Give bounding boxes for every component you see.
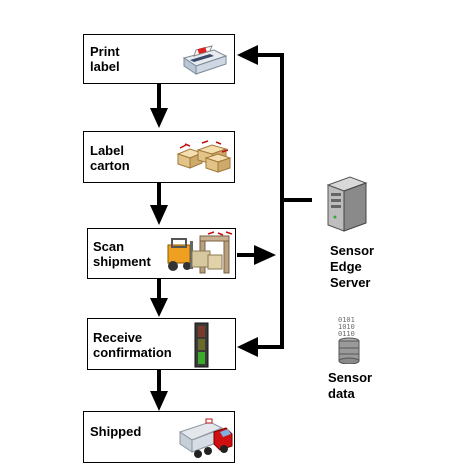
sensor-data-label-line1: Sensor bbox=[328, 370, 373, 385]
step-label-line1: Print bbox=[90, 44, 120, 59]
step-label-line2: shipment bbox=[93, 254, 151, 269]
flow-arrow-2 bbox=[150, 183, 168, 225]
step-label-line2: confirmation bbox=[93, 345, 172, 360]
svg-text:1010: 1010 bbox=[338, 323, 355, 331]
step-print-label: Print label bbox=[83, 34, 235, 84]
server-label: Sensor Edge Server bbox=[330, 243, 374, 291]
database-icon: 0101 1010 0110 bbox=[338, 316, 360, 364]
sensor-data-label: Sensor data bbox=[328, 370, 372, 402]
flow-arrow-4 bbox=[150, 370, 168, 411]
step-label-line1: Scan bbox=[93, 239, 125, 254]
printer-icon bbox=[182, 45, 228, 75]
forklift-reader-icon bbox=[167, 231, 233, 274]
step-scan-shipment: Scan shipment bbox=[87, 228, 236, 279]
server-label-line1: Sensor bbox=[330, 243, 375, 258]
step-label-carton: Label carton bbox=[83, 131, 235, 183]
server-label-line3: Server bbox=[330, 275, 371, 290]
signal-light-icon bbox=[194, 322, 209, 368]
cartons-icon bbox=[176, 140, 232, 173]
step-label-line2: label bbox=[90, 59, 120, 74]
step-receive-confirmation: Receive confirmation bbox=[87, 318, 236, 370]
svg-text:0101: 0101 bbox=[338, 316, 355, 324]
step-shipped: Shipped bbox=[83, 411, 235, 463]
step-label-line2: carton bbox=[90, 158, 130, 173]
edge-bus bbox=[237, 45, 312, 357]
step-label-line1: Receive bbox=[93, 330, 143, 345]
step-label-line1: Label bbox=[90, 143, 124, 158]
flow-arrow-3 bbox=[150, 279, 168, 317]
flow-arrow-1 bbox=[150, 84, 168, 128]
server-label-line2: Edge bbox=[330, 259, 362, 274]
truck-icon bbox=[178, 418, 233, 458]
svg-text:0110: 0110 bbox=[338, 330, 355, 338]
sensor-data-label-line2: data bbox=[328, 386, 355, 401]
server-tower-icon bbox=[326, 176, 368, 232]
step-label-line1: Shipped bbox=[90, 424, 142, 439]
